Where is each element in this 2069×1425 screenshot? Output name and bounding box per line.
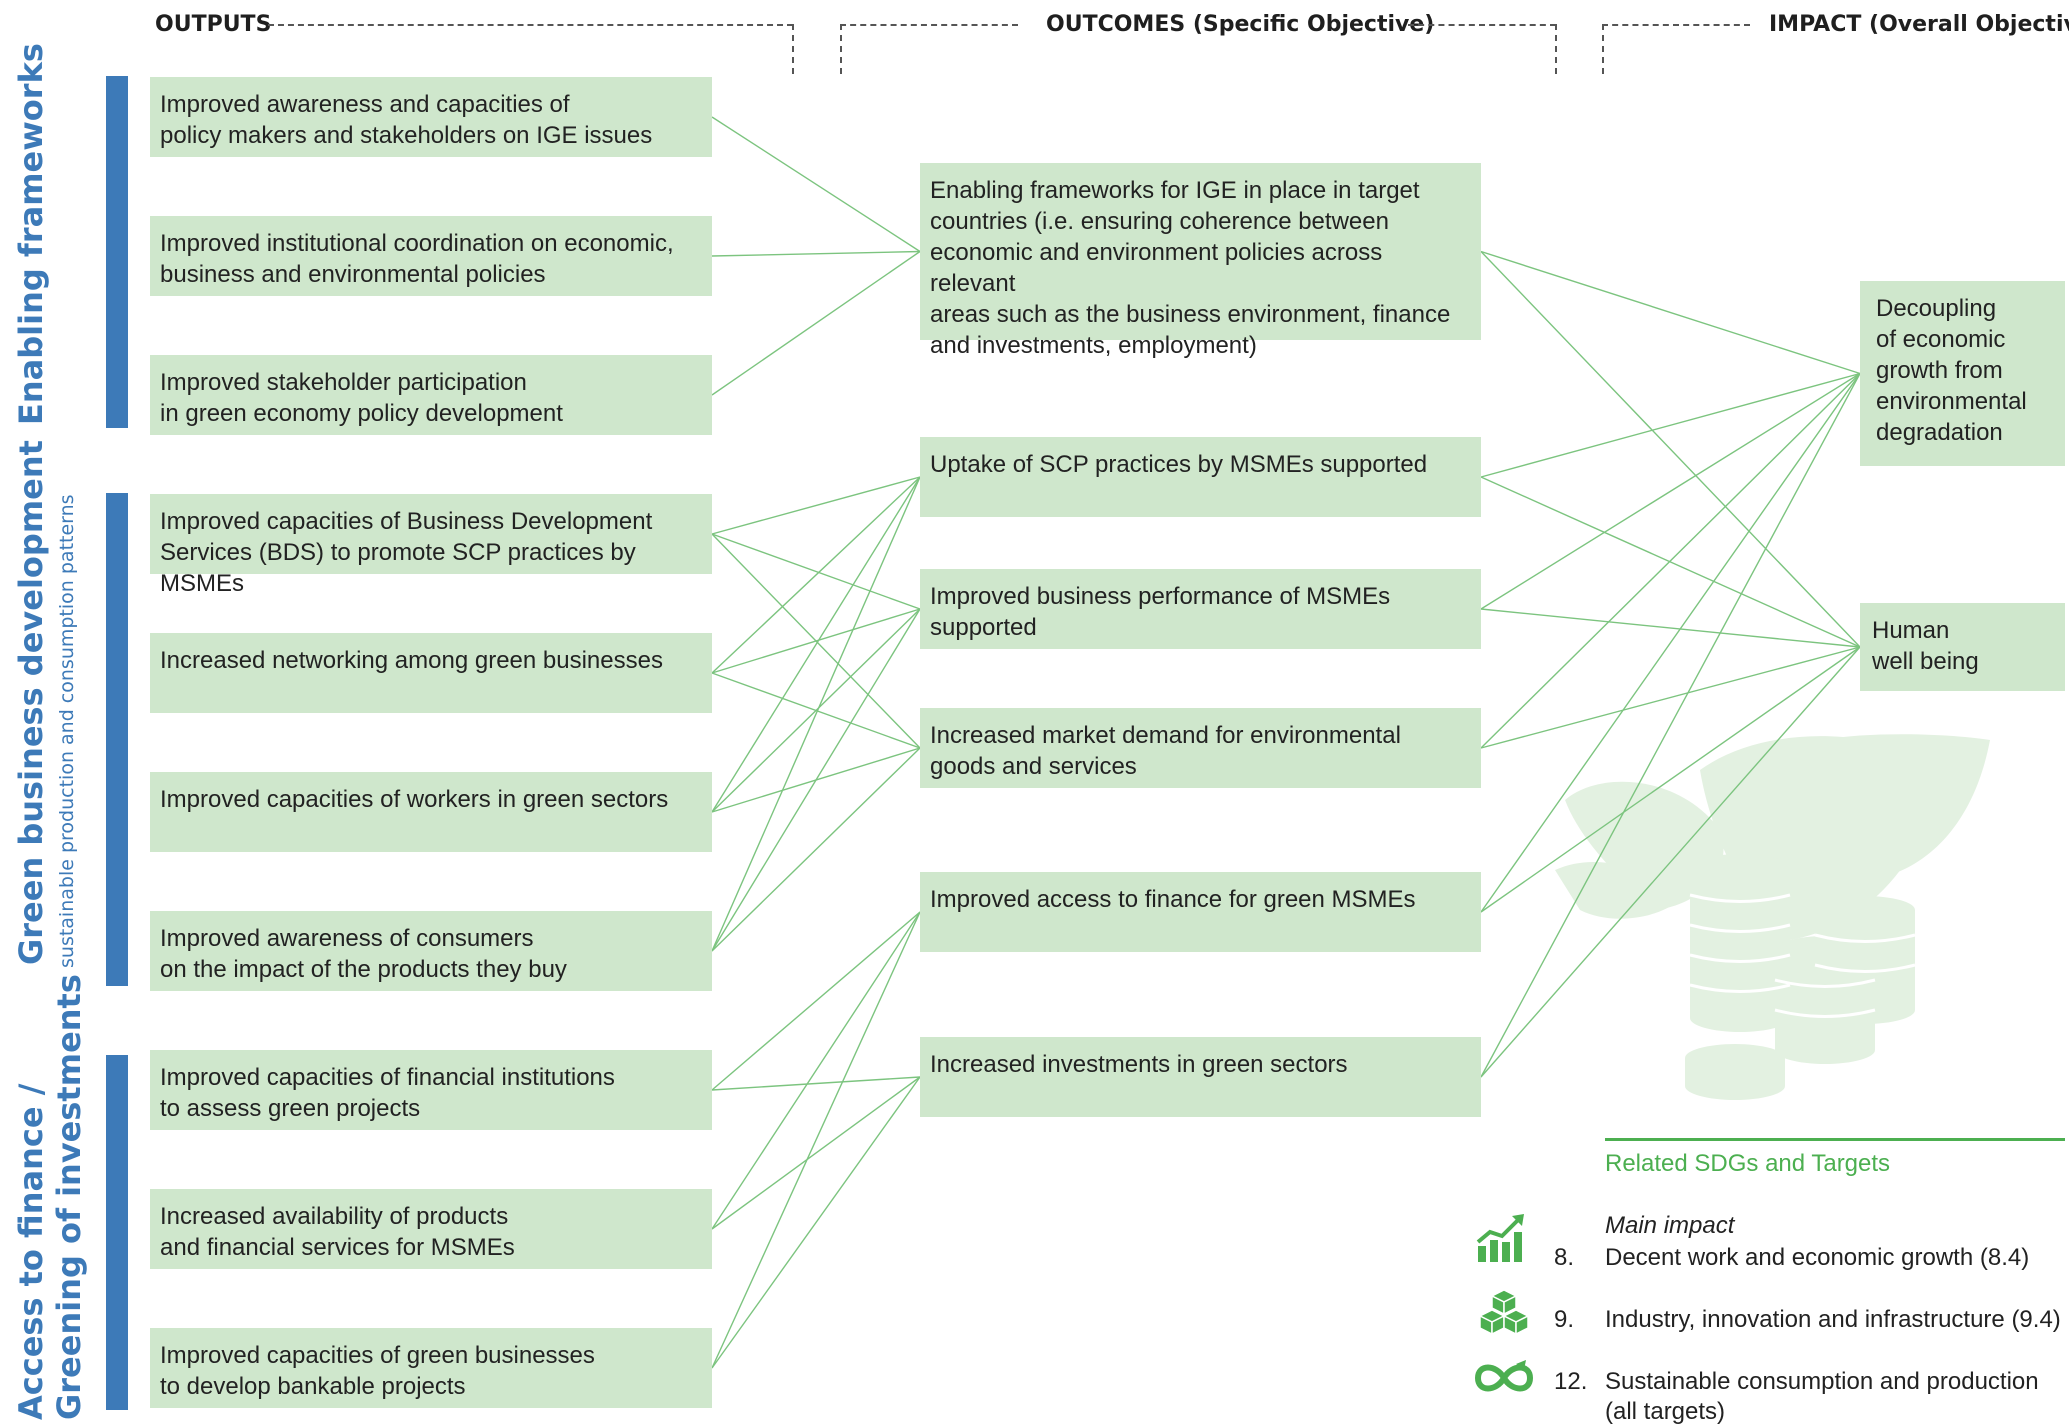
output-box: Improved institutional coordination on e… [150,216,712,296]
output-label: Improved institutional coordination on e… [160,230,674,288]
header-divider [1408,24,1556,26]
header-divider [268,24,793,26]
output-outcome-link [711,608,921,952]
output-box: Increased availability of products and f… [150,1189,712,1269]
group-label-finance: Access to finance / Greening of investme… [12,974,88,1420]
output-outcome-link [711,1076,921,1091]
output-outcome-link [711,911,921,1369]
output-outcome-link [711,116,921,253]
impact-box: Decoupling of economic growth from envir… [1860,281,2065,466]
output-label: Improved capacities of green businesses … [160,1342,595,1400]
output-box: Improved capacities of financial institu… [150,1050,712,1130]
impact-label: Decoupling of economic growth from envir… [1876,295,2027,446]
impact-label: Human well being [1872,617,1979,675]
growth-chart-icon [1476,1214,1524,1262]
output-box: Improved capacities of green businesses … [150,1328,712,1408]
output-outcome-link [711,1076,921,1369]
output-label: Improved capacities of financial institu… [160,1064,615,1122]
group-bar-finance [106,1055,128,1410]
output-box: Improved capacities of Business Developm… [150,494,712,597]
group-label-green-business: Green business development [12,440,50,965]
output-box: Increased networking among green busines… [150,633,712,713]
group-bar-enabling [106,76,128,428]
sdg-main-impact-label: Main impact [1605,1212,1735,1239]
leaf-coins-illustration [1555,734,1990,1100]
header-divider [1602,24,1604,74]
output-box: Improved awareness and capacities of pol… [150,77,712,157]
outcome-impact-link [1480,250,1861,375]
group-sublabel-green-business: sustainable production and consumption p… [56,494,78,968]
output-outcome-link [711,476,921,813]
output-outcome-link [711,476,921,952]
header-divider [1555,24,1557,74]
output-outcome-link [711,250,921,396]
outcome-label: Improved access to finance for green MSM… [930,886,1416,913]
output-box: Improved stakeholder participation in gr… [150,355,712,435]
output-box: Improved awareness of consumers on the i… [150,911,712,991]
outcome-label: Increased market demand for environmenta… [930,722,1401,780]
header-divider [792,24,794,74]
sdg-number: 8. [1554,1244,1575,1271]
outcome-box: Increased market demand for environmenta… [920,708,1481,788]
outcome-impact-link [1480,608,1861,648]
outcome-box: Uptake of SCP practices by MSMEs support… [920,437,1481,517]
group-label-enabling: Enabling frameworks [12,43,50,425]
output-label: Improved capacities of workers in green … [160,786,669,813]
outcome-impact-link [1480,372,1861,478]
outcome-impact-link [1480,646,1861,749]
header-divider [840,24,842,74]
sdg-item-text: Decent work and economic growth (8.4) [1605,1244,2030,1271]
output-outcome-link [711,533,921,610]
header-divider [840,24,1018,26]
header-divider [1602,24,1750,26]
output-outcome-link [711,911,921,1230]
output-label: Improved stakeholder participation in gr… [160,369,563,427]
output-outcome-link [711,911,921,1091]
output-label: Improved awareness and capacities of pol… [160,91,653,149]
output-label: Increased networking among green busines… [160,647,663,674]
outcome-label: Improved business performance of MSMEs s… [930,583,1391,641]
output-outcome-link [711,608,921,813]
header-outputs: OUTPUTS [155,12,272,37]
outcome-impact-link [1480,646,1861,913]
outcome-box: Increased investments in green sectors [920,1037,1481,1117]
output-outcome-link [711,250,921,257]
outcome-impact-link [1480,646,1861,1078]
outcome-impact-link [1480,373,1861,913]
output-outcome-link [711,747,921,952]
infinity-icon [1474,1360,1534,1392]
outcome-impact-link [1480,373,1861,749]
impact-box: Human well being [1860,603,2065,691]
outcome-impact-link [1480,251,1861,648]
outcome-impact-link [1480,476,1861,648]
outcome-box: Enabling frameworks for IGE in place in … [920,163,1481,359]
output-label: Increased availability of products and f… [160,1203,515,1261]
sdg-number: 12. [1554,1368,1588,1395]
sdg-divider [1605,1138,2065,1141]
header-impact: IMPACT (Overall Objective) [1769,12,2069,37]
group-bar-green-business [106,493,128,986]
output-outcome-link [711,608,921,674]
sdg-title: Related SDGs and Targets [1605,1150,1891,1177]
output-box: Improved capacities of workers in green … [150,772,712,852]
header-outcomes: OUTCOMES (Specific Objective) [1046,12,1435,37]
output-outcome-link [711,476,921,535]
sdg-number: 9. [1554,1306,1575,1333]
output-label: Improved capacities of Business Developm… [160,508,653,597]
outcome-box: Improved access to finance for green MSM… [920,872,1481,952]
sdg-item-text-cont: (all targets) [1605,1398,1726,1425]
sdg-item-text: Industry, innovation and infrastructure … [1605,1306,2061,1333]
outcome-label: Enabling frameworks for IGE in place in … [930,177,1451,359]
cubes-icon [1478,1289,1530,1336]
outcome-label: Increased investments in green sectors [930,1051,1348,1078]
outcome-box: Improved business performance of MSMEs s… [920,569,1481,649]
output-outcome-link [711,1076,921,1230]
outcome-label: Uptake of SCP practices by MSMEs support… [930,451,1428,478]
output-label: Improved awareness of consumers on the i… [160,925,567,983]
outcome-impact-link [1480,373,1861,1078]
output-outcome-link [711,476,921,674]
outcome-impact-link [1480,372,1861,610]
sdg-item-text: Sustainable consumption and production [1605,1368,2039,1395]
